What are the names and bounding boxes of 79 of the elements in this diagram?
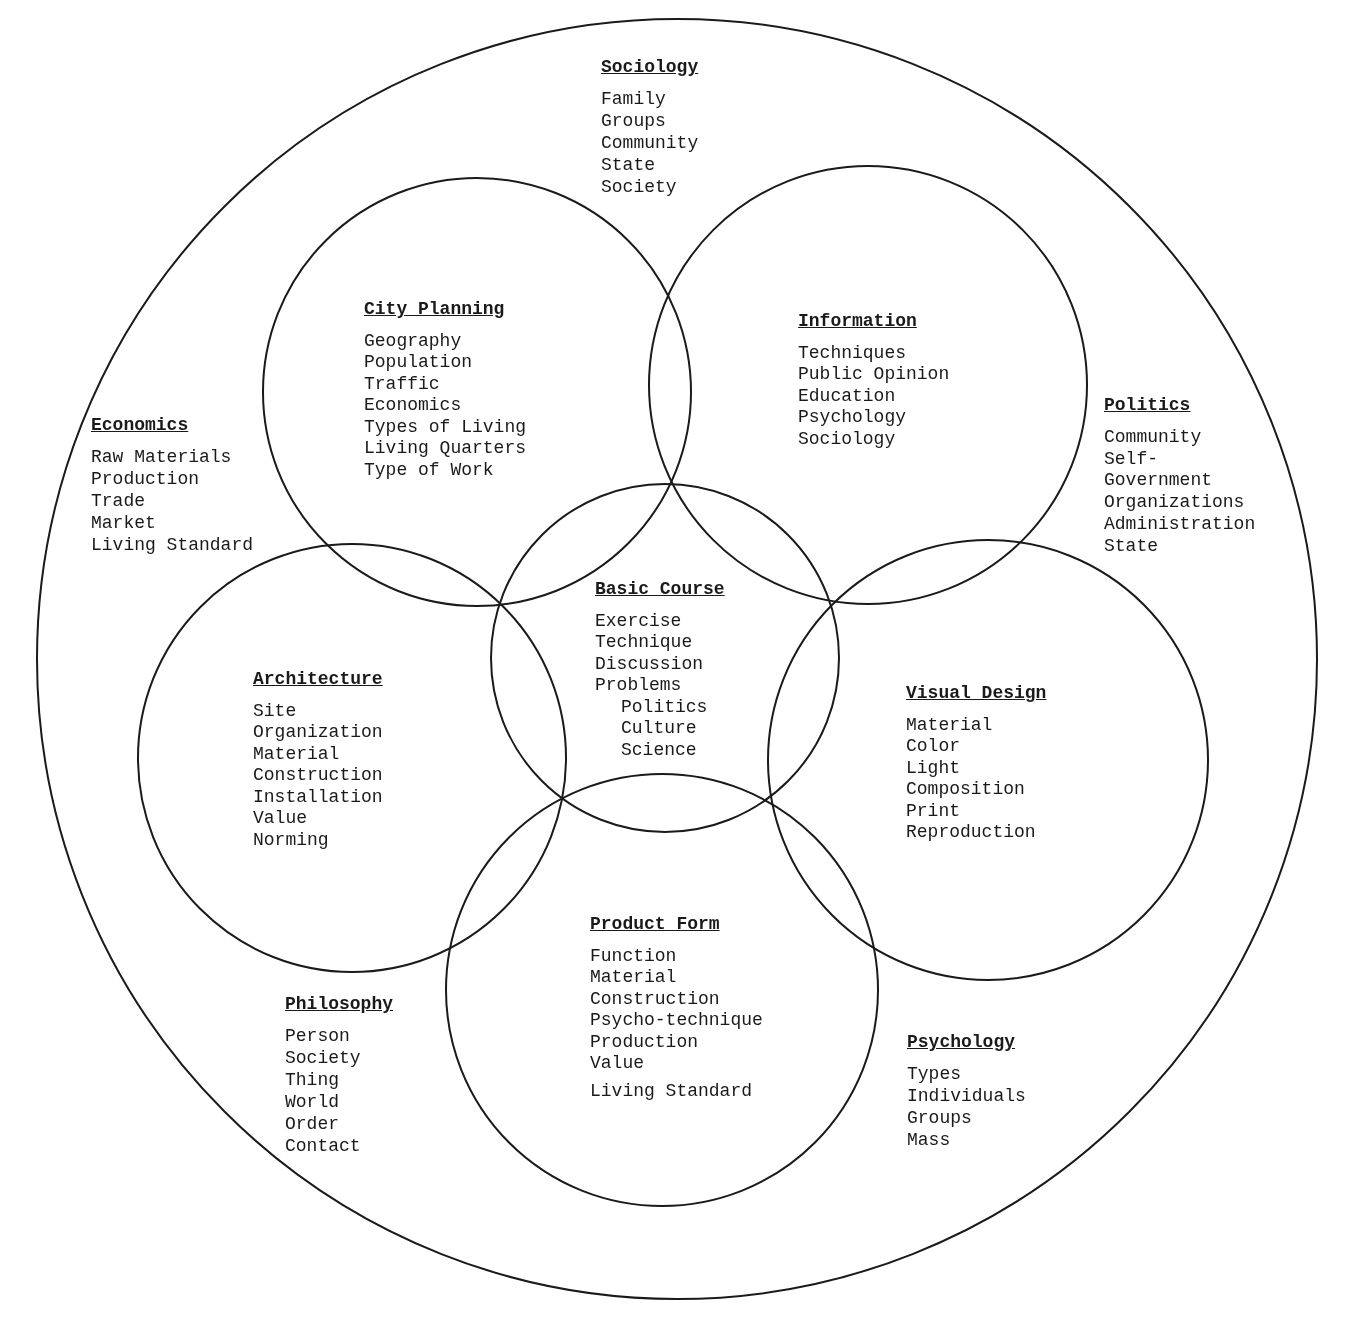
topic-item: Function [590,945,677,967]
outer-circle [36,18,1318,1300]
circle-heading: City Planning [364,299,505,321]
topic-item: Contact [285,1135,361,1157]
topic-circle [766,538,1209,981]
circle-heading: Basic Course [595,579,725,601]
field-heading: Psychology [907,1032,1016,1054]
topic-item: Administration [1104,513,1257,535]
topic-item: Self- Government [1104,448,1214,492]
topic-item: Community [1104,426,1203,448]
topic-item: Society [601,176,677,198]
topic-item: Types of Living [364,416,527,438]
topic-item: Mass [907,1129,951,1151]
topic-item: Society [285,1047,361,1069]
topic-item: Economics [364,395,462,417]
topic-item: Trade [91,490,145,512]
topic-item: Type of Work [364,459,494,481]
topic-item: Raw Materials [91,446,232,468]
field-heading: Philosophy [285,994,394,1016]
topic-item: State [601,154,655,176]
topic-item: Installation [253,786,383,808]
topic-item: Types [907,1063,961,1085]
topic-item: Material [590,967,677,989]
topic-item: Science [621,739,697,761]
topic-item: Value [590,1053,644,1075]
topic-item: Groups [907,1107,972,1129]
topic-item: Politics [621,696,708,718]
circle-heading: Product Form [590,914,720,936]
topic-item: Order [285,1113,339,1135]
topic-item: Public Opinion [798,364,950,386]
topic-item: Color [906,736,960,758]
topic-item: Living Quarters [364,438,527,460]
topic-item: Exercise [595,610,682,632]
topic-item: Community [601,132,699,154]
topic-item: Production [91,468,200,490]
field-heading: Politics [1104,395,1191,417]
topic-item: Psycho-technique [590,1010,763,1032]
topic-item: Family [601,88,666,110]
topic-item: Material [253,743,340,765]
topic-item: Construction [253,765,383,787]
topic-item: Traffic [364,373,440,395]
topic-item: Site [253,700,297,722]
topic-circle [489,482,840,833]
topic-item: Production [590,1031,699,1053]
topic-item: Groups [601,110,666,132]
topic-item: Composition [906,779,1025,801]
topic-item: Geography [364,330,462,352]
topic-item: Construction [590,988,720,1010]
topic-item: Discussion [595,653,704,675]
topic-item: Population [364,352,473,374]
topic-item: Organization [253,722,383,744]
topic-item: Sociology [798,428,896,450]
topic-item: Problems [595,675,682,697]
topic-item: State [1104,535,1159,557]
topic-item: Material [906,714,993,736]
field-heading: Economics [91,415,189,437]
topic-item: Light [906,757,960,779]
topic-item: Culture [621,718,697,740]
circle-heading: Information [798,311,917,333]
topic-item: Value [253,808,307,830]
field-heading: Sociology [601,57,699,79]
topic-item: Print [906,800,960,822]
topic-item: Reproduction [906,822,1036,844]
circle-heading: Visual Design [906,683,1047,705]
topic-item: Living Standard [91,534,254,556]
circle-heading: Architecture [253,669,383,691]
topic-item: Techniques [798,342,907,364]
topic-item: Psychology [798,407,907,429]
topic-item: Thing [285,1069,339,1091]
topic-circle [444,772,879,1207]
topic-item: Living Standard [590,1080,753,1102]
topic-item: Education [798,385,896,407]
topic-item: Organizations [1104,491,1246,513]
topic-item: World [285,1091,339,1113]
topic-item: Person [285,1025,350,1047]
topic-item: Technique [595,632,693,654]
topic-item: Market [91,512,156,534]
topic-item: Individuals [907,1085,1026,1107]
topic-item: Norming [253,829,329,851]
